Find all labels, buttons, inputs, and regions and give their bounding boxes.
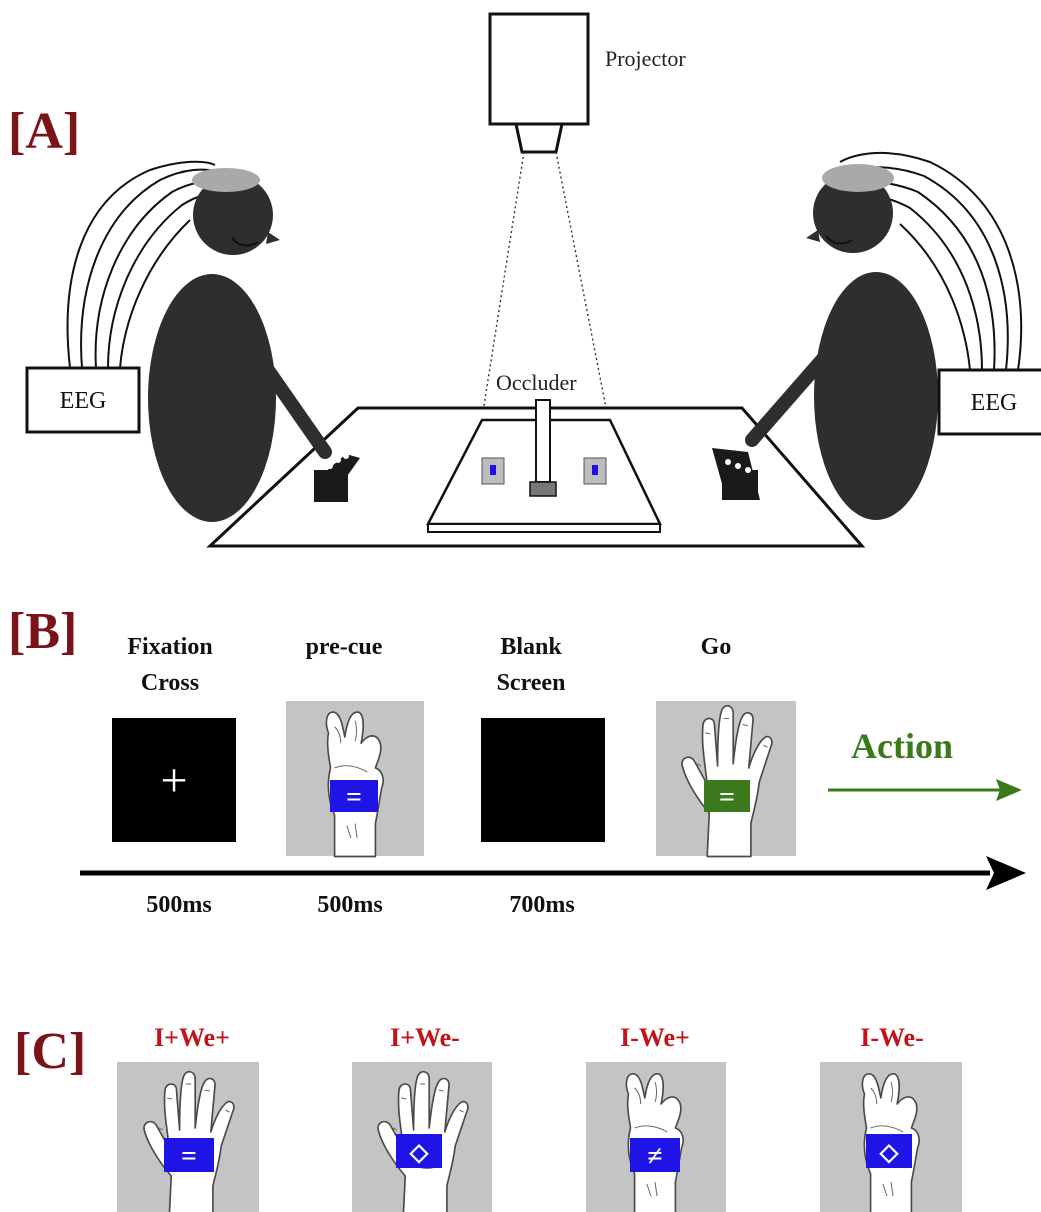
precue-frame: =	[286, 701, 424, 858]
frame-title-blank-1: Blank	[500, 634, 562, 660]
panel-b-label: [B]	[8, 603, 77, 660]
condition-label-1: I+We+	[154, 1023, 230, 1052]
go-cue-box	[704, 780, 750, 812]
panel-c: [C] I+We+ I+We- I-We+ I-We- = ◇ ≠	[14, 1023, 962, 1212]
fixation-cross: +	[160, 754, 187, 807]
occluder-label: Occluder	[496, 370, 577, 395]
condition-label-3: I-We+	[620, 1023, 690, 1052]
panel-a: [A] Projector Occluder	[8, 12, 1041, 548]
button-box-right	[712, 448, 760, 500]
duration-blank: 700ms	[509, 892, 574, 918]
precue-cue-box	[330, 780, 378, 812]
occluder	[529, 399, 557, 497]
condition-glyph-3: ≠	[647, 1141, 662, 1172]
frame-title-precue: pre-cue	[306, 634, 383, 660]
condition-label-4: I-We-	[860, 1023, 924, 1052]
projector-icon	[488, 12, 590, 154]
condition-card-1: =	[117, 1062, 259, 1212]
timeline-arrow	[80, 856, 1026, 890]
projection-beam	[481, 151, 609, 419]
condition-glyph-2: ◇	[409, 1140, 429, 1166]
panel-a-label: [A]	[8, 103, 80, 160]
blank-screen-frame	[481, 718, 605, 842]
eeg-label-left: EEG	[60, 388, 107, 414]
frame-title-fixation-2: Cross	[141, 670, 199, 696]
action-arrow	[828, 779, 1022, 801]
button-box-left	[314, 453, 360, 502]
action-label: Action	[851, 726, 953, 766]
condition-card-2: ◇	[352, 1062, 492, 1212]
go-frame: =	[656, 701, 796, 858]
precue-glyph: =	[346, 782, 362, 813]
frame-title-go: Go	[701, 634, 732, 660]
eeg-box-right	[937, 368, 1041, 436]
panel-b: [B] Fixation Cross pre-cue Blank Screen …	[8, 603, 1026, 918]
projector-label: Projector	[605, 46, 686, 71]
panel-c-label: [C]	[14, 1023, 86, 1080]
participant-left: EEG	[25, 160, 360, 522]
frame-title-fixation-1: Fixation	[127, 634, 212, 660]
eeg-label-right: EEG	[971, 390, 1018, 416]
fixation-frame: +	[112, 718, 236, 842]
condition-glyph-1: =	[181, 1141, 197, 1172]
participant-right: EEG	[712, 152, 1041, 520]
go-glyph: =	[719, 782, 735, 813]
condition-card-3: ≠	[586, 1062, 726, 1212]
duration-fixation: 500ms	[146, 892, 211, 918]
duration-precue: 500ms	[317, 892, 382, 918]
condition-glyph-4: ◇	[879, 1140, 899, 1166]
frame-title-blank-2: Screen	[497, 670, 566, 696]
condition-label-2: I+We-	[390, 1023, 460, 1052]
eeg-box-left	[25, 366, 141, 434]
condition-card-4: ◇	[820, 1062, 962, 1212]
